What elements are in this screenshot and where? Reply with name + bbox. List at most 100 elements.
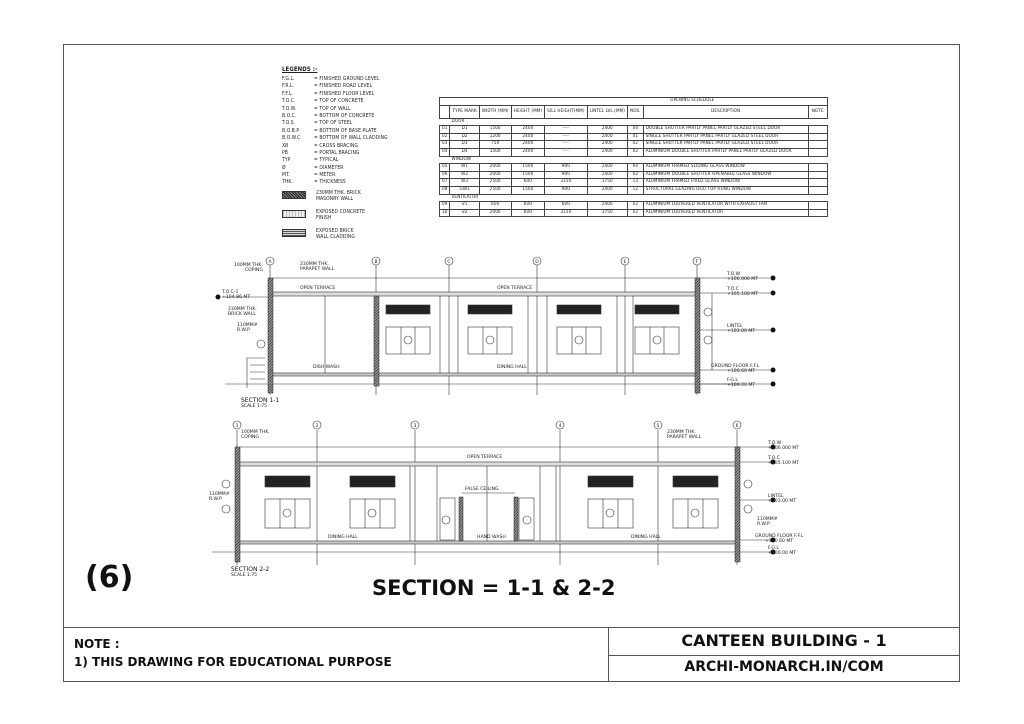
sheet-title: SECTION = 1-1 & 2-2 xyxy=(372,576,616,600)
s2-dining-hall-right-label: DINING HALL xyxy=(631,535,661,540)
legend-meaning: = PORTAL BRACING xyxy=(314,149,360,156)
s1-dining-hall-label: DINING HALL xyxy=(497,365,527,370)
brick-masonry-hatch-icon xyxy=(282,190,306,199)
legend-abbr: B.O.B.P xyxy=(282,127,300,134)
schedule-header-cell: NOS. xyxy=(627,104,644,119)
legend-item: T.O.C.= TOP OF CONCRETE xyxy=(282,98,388,105)
legend-meaning: = METER xyxy=(314,172,336,179)
schedule-header-cell xyxy=(438,104,451,119)
legend-meaning: = BOTTOM OF BASE PLATE xyxy=(314,127,377,134)
note-text: 1) THIS DRAWING FOR EDUCATIONAL PURPOSE xyxy=(74,655,392,669)
s1-level-ffl: GROUND FLOOR F.F.L+100.60 MT xyxy=(711,364,760,374)
exposed-concrete-hatch-icon xyxy=(282,209,306,218)
legend-abbr: PB xyxy=(282,149,288,156)
svg-text:1: 1 xyxy=(236,423,239,429)
legend-item: TYP = TYPICAL xyxy=(282,157,388,164)
s2-level-tow: T.O.W+106.000 MT xyxy=(768,441,800,451)
legend-abbr: T.O.W. xyxy=(282,105,297,112)
note-heading: NOTE : xyxy=(74,637,120,651)
schedule-header-cell: DESCRIPTION xyxy=(642,104,809,119)
legend-abbr: Ø xyxy=(282,164,286,171)
legend-abbr: MT. xyxy=(282,172,290,179)
legend-abbr: T.O.C. xyxy=(282,98,296,105)
svg-text:D: D xyxy=(535,259,539,265)
legend-meaning: = CROSS BRACING xyxy=(314,142,358,149)
legend-meaning: = THICKNESS xyxy=(314,179,346,186)
legend-meaning: = TOP OF WALL xyxy=(314,105,351,112)
schedule-header-cell: HEIGHT (MM) xyxy=(510,104,546,119)
s1-rwp-label: 110MM#R.W.P xyxy=(237,323,258,333)
s2-level-ffl: GROUND FLOOR F.F.L+100.60 MT xyxy=(755,534,804,544)
s2-rwp-right-label: 110MM#R.W.P xyxy=(757,517,778,527)
schedule-header-cell: LINTEL LVL.(MM) xyxy=(586,104,629,119)
legend-meaning: = BOTTOM OF WALL CLADDING xyxy=(314,135,388,142)
legend-abbr: TYP xyxy=(282,157,291,164)
s1-dish-wash-label: DISH WASH xyxy=(313,365,340,370)
schedule-title: OPENING SCHEDULE xyxy=(439,97,828,106)
schedule-header-cell: NOTE xyxy=(807,104,828,119)
s2-level-fgl: F.G.L+100.00 MT xyxy=(768,546,797,556)
legend-item: B.O.W.C= BOTTOM OF WALL CLADDING xyxy=(282,135,388,142)
s2-open-terrace-label: OPEN TERRACE xyxy=(467,455,503,460)
legend-meaning: = FINISHED FLOOR LEVEL xyxy=(314,90,375,97)
s1-parapet-label: 230MM THK.PARAPET WALL xyxy=(300,262,335,272)
legend-abbr: T.O.S xyxy=(282,120,294,127)
s1-brick-wall-label: 230MM THK.BRICK WALL xyxy=(228,307,257,317)
project-title: CANTEEN BUILDING - 1 xyxy=(681,631,887,650)
s1-level-lintel: LINTEL+103.00 MT xyxy=(727,324,756,334)
s1-level-tow: T.O.W+106.000 MT xyxy=(727,272,759,282)
legend-abbr: B.O.C. xyxy=(282,112,297,119)
legend-meaning: = TYPICAL xyxy=(314,157,339,164)
exposed-brick-hatch-icon xyxy=(282,228,306,237)
legend-item: T.O.S = TOP OF STEEL xyxy=(282,120,388,127)
legend-meaning: = DIAMETER xyxy=(314,164,344,171)
schedule-group-row: WINDOW xyxy=(439,155,828,165)
legend-item: PB = PORTAL BRACING xyxy=(282,150,388,157)
s1-level-fgl: F.G.L+100.00 MT xyxy=(727,378,756,388)
svg-text:C: C xyxy=(447,259,450,265)
legend-item: F.G.L.= FINISHED GROUND LEVEL xyxy=(282,76,388,83)
schedule-header-cell: WIDTH (MM) xyxy=(478,104,512,119)
legend-heading: LEGENDS :- xyxy=(282,66,318,73)
legend-item: B.O.C.= BOTTOM OF CONCRETE xyxy=(282,113,388,120)
svg-text:6: 6 xyxy=(736,423,739,429)
legend-abbr: XB xyxy=(282,142,289,149)
s2-coping-label: 100MM THK.COPING xyxy=(241,430,270,440)
s2-level-toc: T.O.C+105.100 MT xyxy=(768,456,800,466)
section-2-2-drawing: 1 2 3 4 5 6 xyxy=(212,420,776,565)
svg-text:4: 4 xyxy=(559,423,562,429)
s2-rwp-left-label: 110MM#R.W.P xyxy=(209,492,230,502)
legend-item: T.O.W. = TOP OF WALL xyxy=(282,106,388,113)
s1-open-terrace-left: OPEN TERRACE xyxy=(300,286,336,291)
s1-level-toc: T.O.C+105.100 MT xyxy=(727,287,759,297)
legend-item: F.R.L. = FINISHED ROAD LEVEL xyxy=(282,83,388,90)
s1-coping-label: 100MM THK.COPING xyxy=(234,263,263,273)
legend-meaning: = FINISHED ROAD LEVEL xyxy=(314,83,373,90)
svg-text:3: 3 xyxy=(414,423,417,429)
sheet-number: (6) xyxy=(85,560,134,595)
legend-abbr: THK. xyxy=(282,179,293,186)
legend-item: B.O.B.P = BOTTOM OF BASE PLATE xyxy=(282,128,388,135)
title-divider xyxy=(609,655,959,656)
legend-meaning: = TOP OF STEEL xyxy=(314,120,353,127)
s2-hand-wash-label: HAND WASH xyxy=(477,535,506,540)
s1-open-terrace-right: OPEN TERRACE xyxy=(497,286,533,291)
legend-abbr: F.R.L. xyxy=(282,83,295,90)
legend-meaning: = FINISHED GROUND LEVEL xyxy=(314,76,380,82)
s1-toc1-level: T.O.C-1+104.86 MT xyxy=(222,290,251,300)
